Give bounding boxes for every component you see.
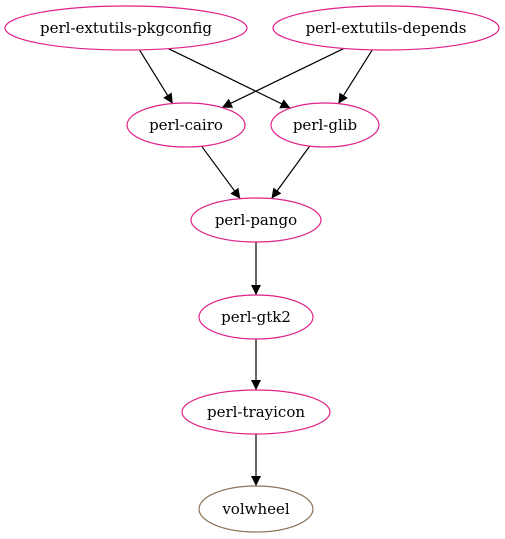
node-ellipse-gtk2 [198,294,314,340]
edge-cairo-to-pango [201,145,241,200]
node-label-trayicon: perl-trayicon [207,403,305,421]
edge-depends-to-cairo [221,47,345,109]
node-label-glib: perl-glib [293,116,357,134]
node-ellipse-volwheel [198,485,314,533]
node-pkgconfig: perl-extutils-pkgconfig [4,5,248,51]
node-label-depends: perl-extutils-depends [306,19,467,37]
node-label-cairo: perl-cairo [149,116,223,134]
edge-pkgconfig-to-cairo [138,49,174,104]
node-cairo: perl-cairo [126,102,246,148]
node-ellipse-pkgconfig [4,5,248,51]
nodes: perl-extutils-pkgconfig perl-extutils-dep… [4,5,500,533]
node-gtk2: perl-gtk2 [198,294,314,340]
node-label-volwheel: volwheel [221,500,290,518]
node-label-pkgconfig: perl-extutils-pkgconfig [40,19,212,37]
node-label-gtk2: perl-gtk2 [221,308,291,326]
node-depends: perl-extutils-depends [272,5,500,51]
edges [138,47,373,486]
node-glib: perl-glib [270,102,380,148]
node-pango: perl-pango [190,197,322,243]
node-ellipse-trayicon [181,389,331,435]
node-ellipse-cairo [126,102,246,148]
edge-depends-to-glib [337,49,373,105]
node-ellipse-glib [270,102,380,148]
node-ellipse-pango [190,197,322,243]
node-trayicon: perl-trayicon [181,389,331,435]
edge-glib-to-pango [271,145,311,199]
node-ellipse-depends [272,5,500,51]
node-volwheel: volwheel [198,485,314,533]
edge-pkgconfig-to-glib [168,48,291,109]
node-label-pango: perl-pango [215,211,297,229]
